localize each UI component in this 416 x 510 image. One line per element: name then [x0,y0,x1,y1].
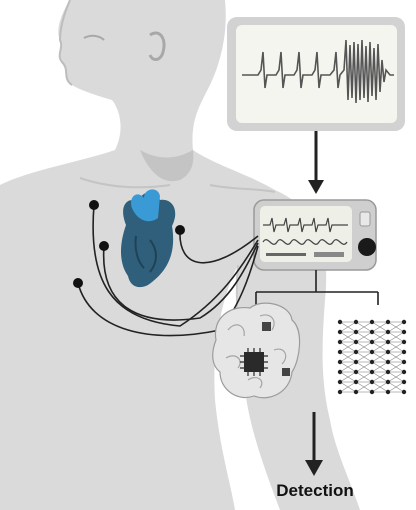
nn-node [386,330,390,334]
brain-outline [213,303,300,398]
nn-node [402,350,406,354]
brain-chip-icon [213,303,300,398]
nn-node [402,390,406,394]
nn-node [338,340,342,344]
nn-node [370,330,374,334]
nn-node [354,320,358,324]
nn-node [402,380,406,384]
nn-node [370,340,374,344]
waveform-panel [227,17,405,131]
electrode-3 [73,278,83,288]
chip-small-1 [262,322,271,331]
nn-node [354,340,358,344]
nn-node [354,380,358,384]
nn-node [338,380,342,384]
monitor-status-bar [266,253,306,256]
nn-node [354,390,358,394]
neural-network-icon [338,320,406,394]
arrow-down-icon [308,131,324,194]
nn-node [370,350,374,354]
chip [244,352,264,372]
nn-node [386,370,390,374]
nn-node [370,360,374,364]
nn-node [338,320,342,324]
nn-node [386,350,390,354]
nn-node [386,320,390,324]
detection-label: Detection [255,481,375,501]
nn-node [338,370,342,374]
nn-node [386,390,390,394]
nn-node [402,370,406,374]
nn-node [338,390,342,394]
nn-node [338,360,342,364]
electrode-4 [175,225,185,235]
electrode-1 [89,200,99,210]
ecg-monitor-icon [254,200,376,270]
nn-node [370,390,374,394]
nn-node [402,330,406,334]
nn-node [370,320,374,324]
nn-node [354,350,358,354]
nn-node [354,370,358,374]
nn-node [402,360,406,364]
electrode-2 [99,241,109,251]
monitor-side-panel [360,212,370,226]
nn-node [354,330,358,334]
monitor-button [358,238,376,256]
nn-node [370,370,374,374]
nn-node [386,380,390,384]
monitor-readout [314,252,344,257]
nn-node [386,340,390,344]
nn-node [402,340,406,344]
nn-node [338,350,342,354]
nn-node [386,360,390,364]
nn-node [402,320,406,324]
nn-node [338,330,342,334]
nn-node [354,360,358,364]
chip-small-2 [282,368,290,376]
nn-node [370,380,374,384]
